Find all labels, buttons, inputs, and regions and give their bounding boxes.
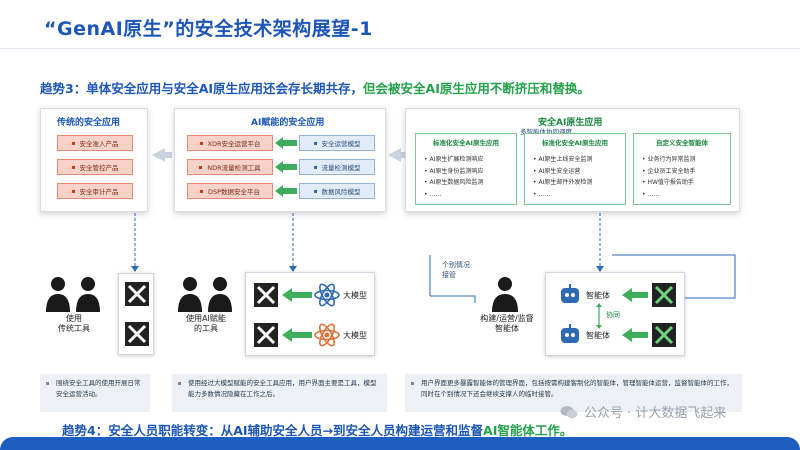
list-item: AI原生扩展检测响应	[424, 154, 483, 166]
scenario1-tool-box	[118, 273, 154, 355]
watermark: 公众号 · 计大数据飞起来	[560, 402, 726, 421]
ai-enabled-left-0: XDR安全运营平台	[187, 135, 273, 151]
note-ai-enabled: 使用经过大模型赋能的安全工具应用，用户界面主要是工具，模型能力多数情况隐藏在工作…	[172, 374, 387, 412]
ai-native-box-1-title: 标准化安全AI原生应用	[542, 139, 608, 147]
panel-ai-enabled-apps: AI赋能的安全应用 XDR安全运营平台 NDR流量检测工具 DSP数据安全平台 …	[174, 108, 386, 212]
traditional-item-0: 安全准入产品	[57, 135, 133, 151]
list-item: AI原生邮件外发检测	[533, 177, 592, 189]
trend4-text-blue: 安全人员职能转变：从AI辅助安全人员→到安全人员构建运营和监督	[108, 423, 484, 438]
ai-enabled-right-1: 流量检测模型	[299, 159, 375, 175]
tools-icon	[254, 283, 278, 307]
wechat-icon	[560, 405, 578, 418]
ai-native-box-1: 标准化安全AI原生应用 AI原生上线安全监测 AI原生安全运营 AI原生邮件外发…	[524, 133, 626, 205]
trend3-label: 趋势3：	[40, 81, 87, 96]
ai-native-box-0-title: 标准化安全AI原生应用	[433, 139, 499, 147]
atom-icon	[314, 283, 340, 307]
note-traditional: 围绕安全工具的使用开展日常安全运营活动。	[40, 374, 150, 412]
atom-icon	[314, 323, 340, 347]
robot-icon	[561, 284, 579, 303]
tools-icon	[125, 282, 149, 306]
scenario3-agent-box: 智能体 智能体 协同	[545, 272, 685, 356]
ai-native-box-1-list: AI原生上线安全监测 AI原生安全运营 AI原生邮件外发检测 ……	[533, 154, 592, 200]
bottom-bar	[0, 437, 800, 450]
green-arrow-icon	[622, 288, 648, 302]
people-icon	[178, 277, 232, 312]
tools-icon	[652, 283, 676, 307]
multi-agent-arrow-label: 多智能体协同调度	[520, 128, 572, 136]
collab-label: 协同	[606, 311, 620, 319]
list-item: ……	[424, 189, 483, 201]
trend3-text-green: 但会被安全AI原生应用不断挤压和替换。	[363, 81, 590, 96]
ai-native-box-0-list: AI原生扩展检测响应 AI原生身份监测响应 AI原生数据风险监测 ……	[424, 154, 483, 200]
list-item: AI原生上线安全监测	[533, 154, 592, 166]
panel-ai-native-title: 安全AI原生应用	[538, 118, 603, 128]
takeover-callout: 个别情况 接管	[442, 261, 470, 279]
model-label-1: 大模型	[343, 291, 367, 300]
green-arrow-icon	[282, 288, 312, 302]
trend4-heading: 趋势4：安全人员职能转变：从AI辅助安全人员→到安全人员构建运营和监督AI智能体…	[62, 420, 572, 439]
list-item: 企业员工安全助手	[642, 166, 695, 178]
ai-enabled-arrows	[275, 137, 297, 197]
people-icon	[46, 277, 100, 312]
page-title: “GenAI原生”的安全技术架构展望-1	[44, 18, 373, 40]
ai-native-box-2-title: 自定义安全智能体	[656, 139, 708, 147]
tools-icon	[254, 323, 278, 347]
ai-enabled-left-1: NDR流量检测工具	[187, 159, 273, 175]
scenario3-person-label: 构建/运营/监督 智能体	[480, 314, 534, 333]
ai-native-box-0: 标准化安全AI原生应用 AI原生扩展检测响应 AI原生身份监测响应 AI原生数据…	[415, 133, 517, 205]
ai-enabled-right-2: 数据风险模型	[299, 183, 375, 199]
trend4-text-green: AI智能体工作。	[483, 423, 573, 438]
panel-traditional-apps: 传统的安全应用 安全准入产品 安全管控产品 安全审计产品	[40, 108, 148, 212]
list-item: AI原生身份监测响应	[424, 166, 483, 178]
ai-native-box-2-list: 业务行为异常监测 企业员工安全助手 HW值守报告助手 ……	[642, 154, 695, 200]
watermark-text: 公众号 · 计大数据飞起来	[584, 406, 727, 421]
panel-traditional-title: 传统的安全应用	[57, 118, 121, 128]
green-arrow-icon	[622, 328, 648, 342]
tools-icon	[652, 323, 676, 347]
scenario2-tool-box: 大模型 大模型	[245, 272, 375, 356]
list-item: ……	[642, 189, 695, 201]
scenario1-person-label: 使用 传统工具	[58, 314, 90, 333]
tools-icon	[125, 322, 149, 346]
agent-label-2: 智能体	[586, 331, 610, 340]
agent-label-1: 智能体	[586, 291, 610, 300]
ai-enabled-left-2: DSP数据安全平台	[187, 183, 273, 199]
list-item: AI原生安全运营	[533, 166, 592, 178]
ai-native-box-2: 自定义安全智能体 业务行为异常监测 企业员工安全助手 HW值守报告助手 ……	[633, 133, 731, 205]
header-divider	[0, 48, 800, 49]
trend3-text-blue: 单体安全应用与安全AI原生应用还会存长期共存，	[86, 81, 364, 96]
trend4-label: 趋势4：	[62, 423, 109, 438]
list-item: HW值守报告助手	[642, 177, 695, 189]
trend3-heading: 趋势3：单体安全应用与安全AI原生应用还会存长期共存，但会被安全AI原生应用不断…	[40, 78, 590, 97]
green-arrow-icon	[282, 328, 312, 342]
list-item: AI原生数据风险监测	[424, 177, 483, 189]
traditional-item-2: 安全审计产品	[57, 183, 133, 199]
ai-enabled-right-0: 安全运营模型	[299, 135, 375, 151]
panel-ai-enabled-title: AI赋能的安全应用	[251, 118, 325, 128]
note-ai-native: 用户界面更多暴露智能体的管理界面，包括按需构建客制化的智能体，管理智能体运营，监…	[405, 374, 742, 412]
list-item: ……	[533, 189, 592, 201]
collab-arrow-icon	[596, 303, 602, 329]
list-item: 业务行为异常监测	[642, 154, 695, 166]
person-icon	[492, 277, 518, 312]
traditional-item-1: 安全管控产品	[57, 159, 133, 175]
model-label-2: 大模型	[343, 331, 367, 340]
scenario2-person-label: 使用AI赋能 的工具	[186, 314, 226, 333]
robot-icon	[561, 324, 579, 343]
